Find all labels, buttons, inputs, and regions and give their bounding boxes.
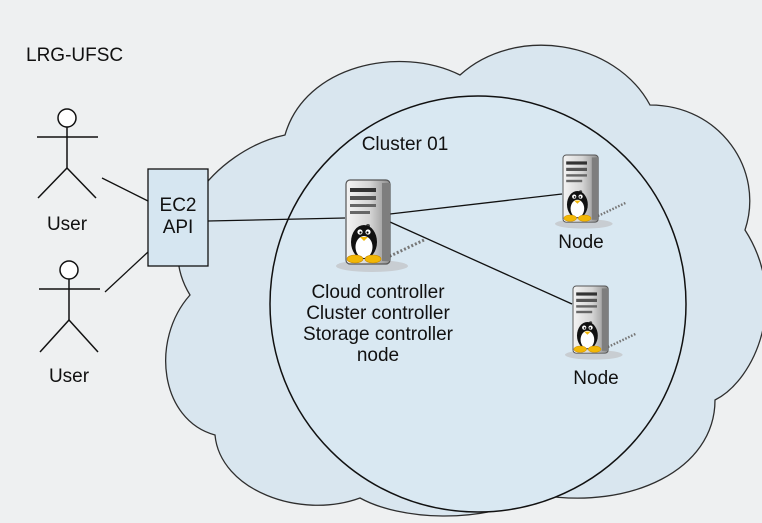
connector-controller-node1: [389, 193, 563, 215]
controller-role-3: Storage controller: [303, 324, 454, 345]
user-label: User: [49, 366, 90, 387]
connector-user2-api: [104, 251, 149, 293]
connector-user1-api: [101, 177, 149, 202]
user-label: User: [47, 214, 88, 235]
user-icon: [37, 108, 98, 199]
connector-controller-node2: [389, 221, 573, 305]
node-label: Node: [573, 368, 618, 389]
node-label: Node: [558, 232, 603, 253]
connector-api-controller: [207, 217, 346, 222]
org-label: LRG-UFSC: [26, 45, 123, 66]
ec2-api-box: [147, 168, 209, 267]
controller-role-2: Cluster controller: [306, 303, 450, 324]
cluster-title: Cluster 01: [362, 134, 449, 155]
user-icon: [39, 260, 100, 353]
controller-role-1: Cloud controller: [311, 282, 445, 303]
api-box-line1: EC2: [160, 195, 197, 216]
api-box-line2: API: [163, 217, 194, 238]
controller-role-4: node: [357, 345, 399, 366]
